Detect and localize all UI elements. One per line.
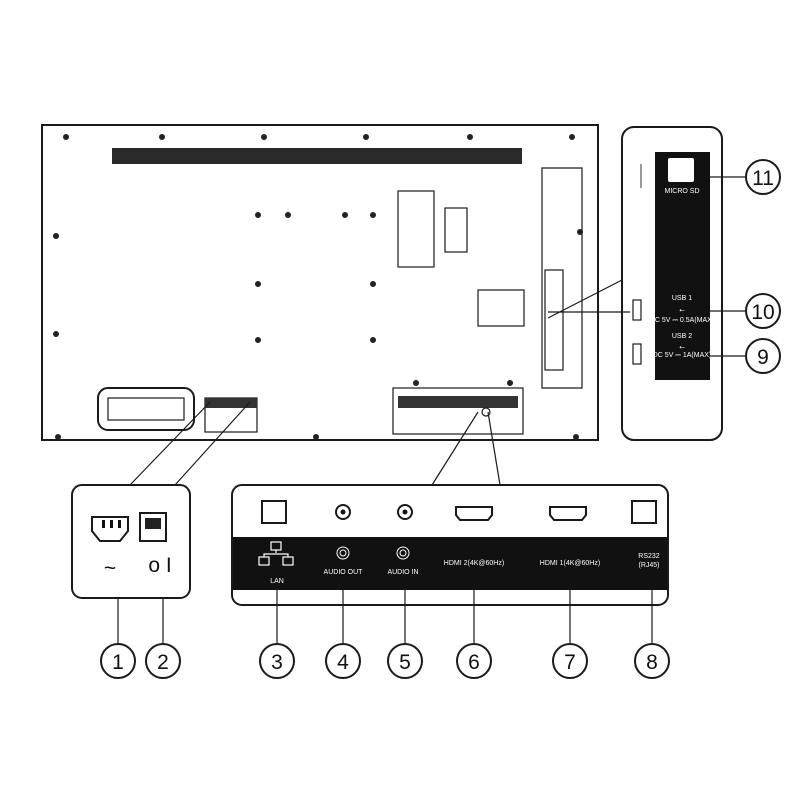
lan-label: LAN	[270, 578, 284, 585]
side-panel: MICRO SD USB 1 ⭠ DC 5V ⎓ 0.5A(MAX) USB 2…	[547, 126, 745, 441]
usb1-label: USB 1	[672, 295, 692, 302]
callout-3: 3	[259, 643, 295, 679]
svg-text:6: 6	[468, 651, 480, 674]
usb2-port	[632, 343, 642, 365]
audio-out-jack	[335, 504, 351, 520]
callout-9: 9	[745, 338, 781, 374]
callouts: 1 2 3 4 5 6 7 8 9 10 11	[100, 159, 781, 679]
audio-in-label: AUDIO IN	[387, 569, 418, 576]
speaker-grille	[112, 148, 522, 164]
callout-5: 5	[387, 643, 423, 679]
tv-back-panel	[41, 124, 599, 441]
usb-icon: ⭠	[679, 344, 685, 351]
svg-text:4: 4	[337, 651, 349, 674]
hdmi2-label: HDMI 2(4K@60Hz)	[444, 560, 504, 567]
svg-text:5: 5	[399, 651, 411, 674]
usb2-rating: DC 5V ⎓ 1A(MAX)	[653, 352, 712, 359]
rs232-label: RS232	[638, 553, 660, 560]
micro-sd-label: MICRO SD	[665, 188, 700, 195]
micro-sd-icon	[668, 158, 694, 182]
usb-icon: ⭠	[679, 307, 685, 314]
rs232-port	[631, 500, 657, 524]
svg-text:9: 9	[757, 346, 769, 369]
power-switch	[139, 512, 167, 542]
svg-text:10: 10	[751, 301, 774, 324]
rs232-sub-label: (RJ45)	[638, 562, 659, 569]
ac-symbol: ~	[104, 557, 116, 580]
svg-text:7: 7	[564, 651, 576, 674]
audio-in-jack	[397, 504, 413, 520]
lan-port	[261, 500, 287, 524]
svg-text:3: 3	[271, 651, 283, 674]
callout-10: 10	[745, 293, 781, 329]
hdmi1-port	[549, 506, 587, 521]
svg-text:8: 8	[646, 651, 658, 674]
usb1-port	[632, 299, 642, 321]
switch-symbol: o I	[148, 554, 171, 577]
usb2-label: USB 2	[672, 333, 692, 340]
svg-text:2: 2	[157, 651, 169, 674]
callout-8: 8	[634, 643, 670, 679]
hdmi1-label: HDMI 1(4K@60Hz)	[540, 560, 600, 567]
callout-11: 11	[745, 159, 781, 195]
connector-panel: LAN AUDIO OUT AUDIO IN HDMI 2(4K@60Hz) H…	[231, 484, 669, 643]
svg-text:1: 1	[112, 651, 124, 674]
lan-icon	[258, 541, 294, 566]
callout-7: 7	[552, 643, 588, 679]
callout-2: 2	[145, 643, 181, 679]
hdmi2-port	[455, 506, 493, 521]
callout-6: 6	[456, 643, 492, 679]
audio-out-label: AUDIO OUT	[324, 569, 364, 576]
usb1-rating: DC 5V ⎓ 0.5A(MAX)	[650, 317, 714, 324]
callout-1: 1	[100, 643, 136, 679]
callout-4: 4	[325, 643, 361, 679]
svg-text:11: 11	[752, 167, 774, 190]
power-panel: ~ o I	[71, 484, 191, 643]
